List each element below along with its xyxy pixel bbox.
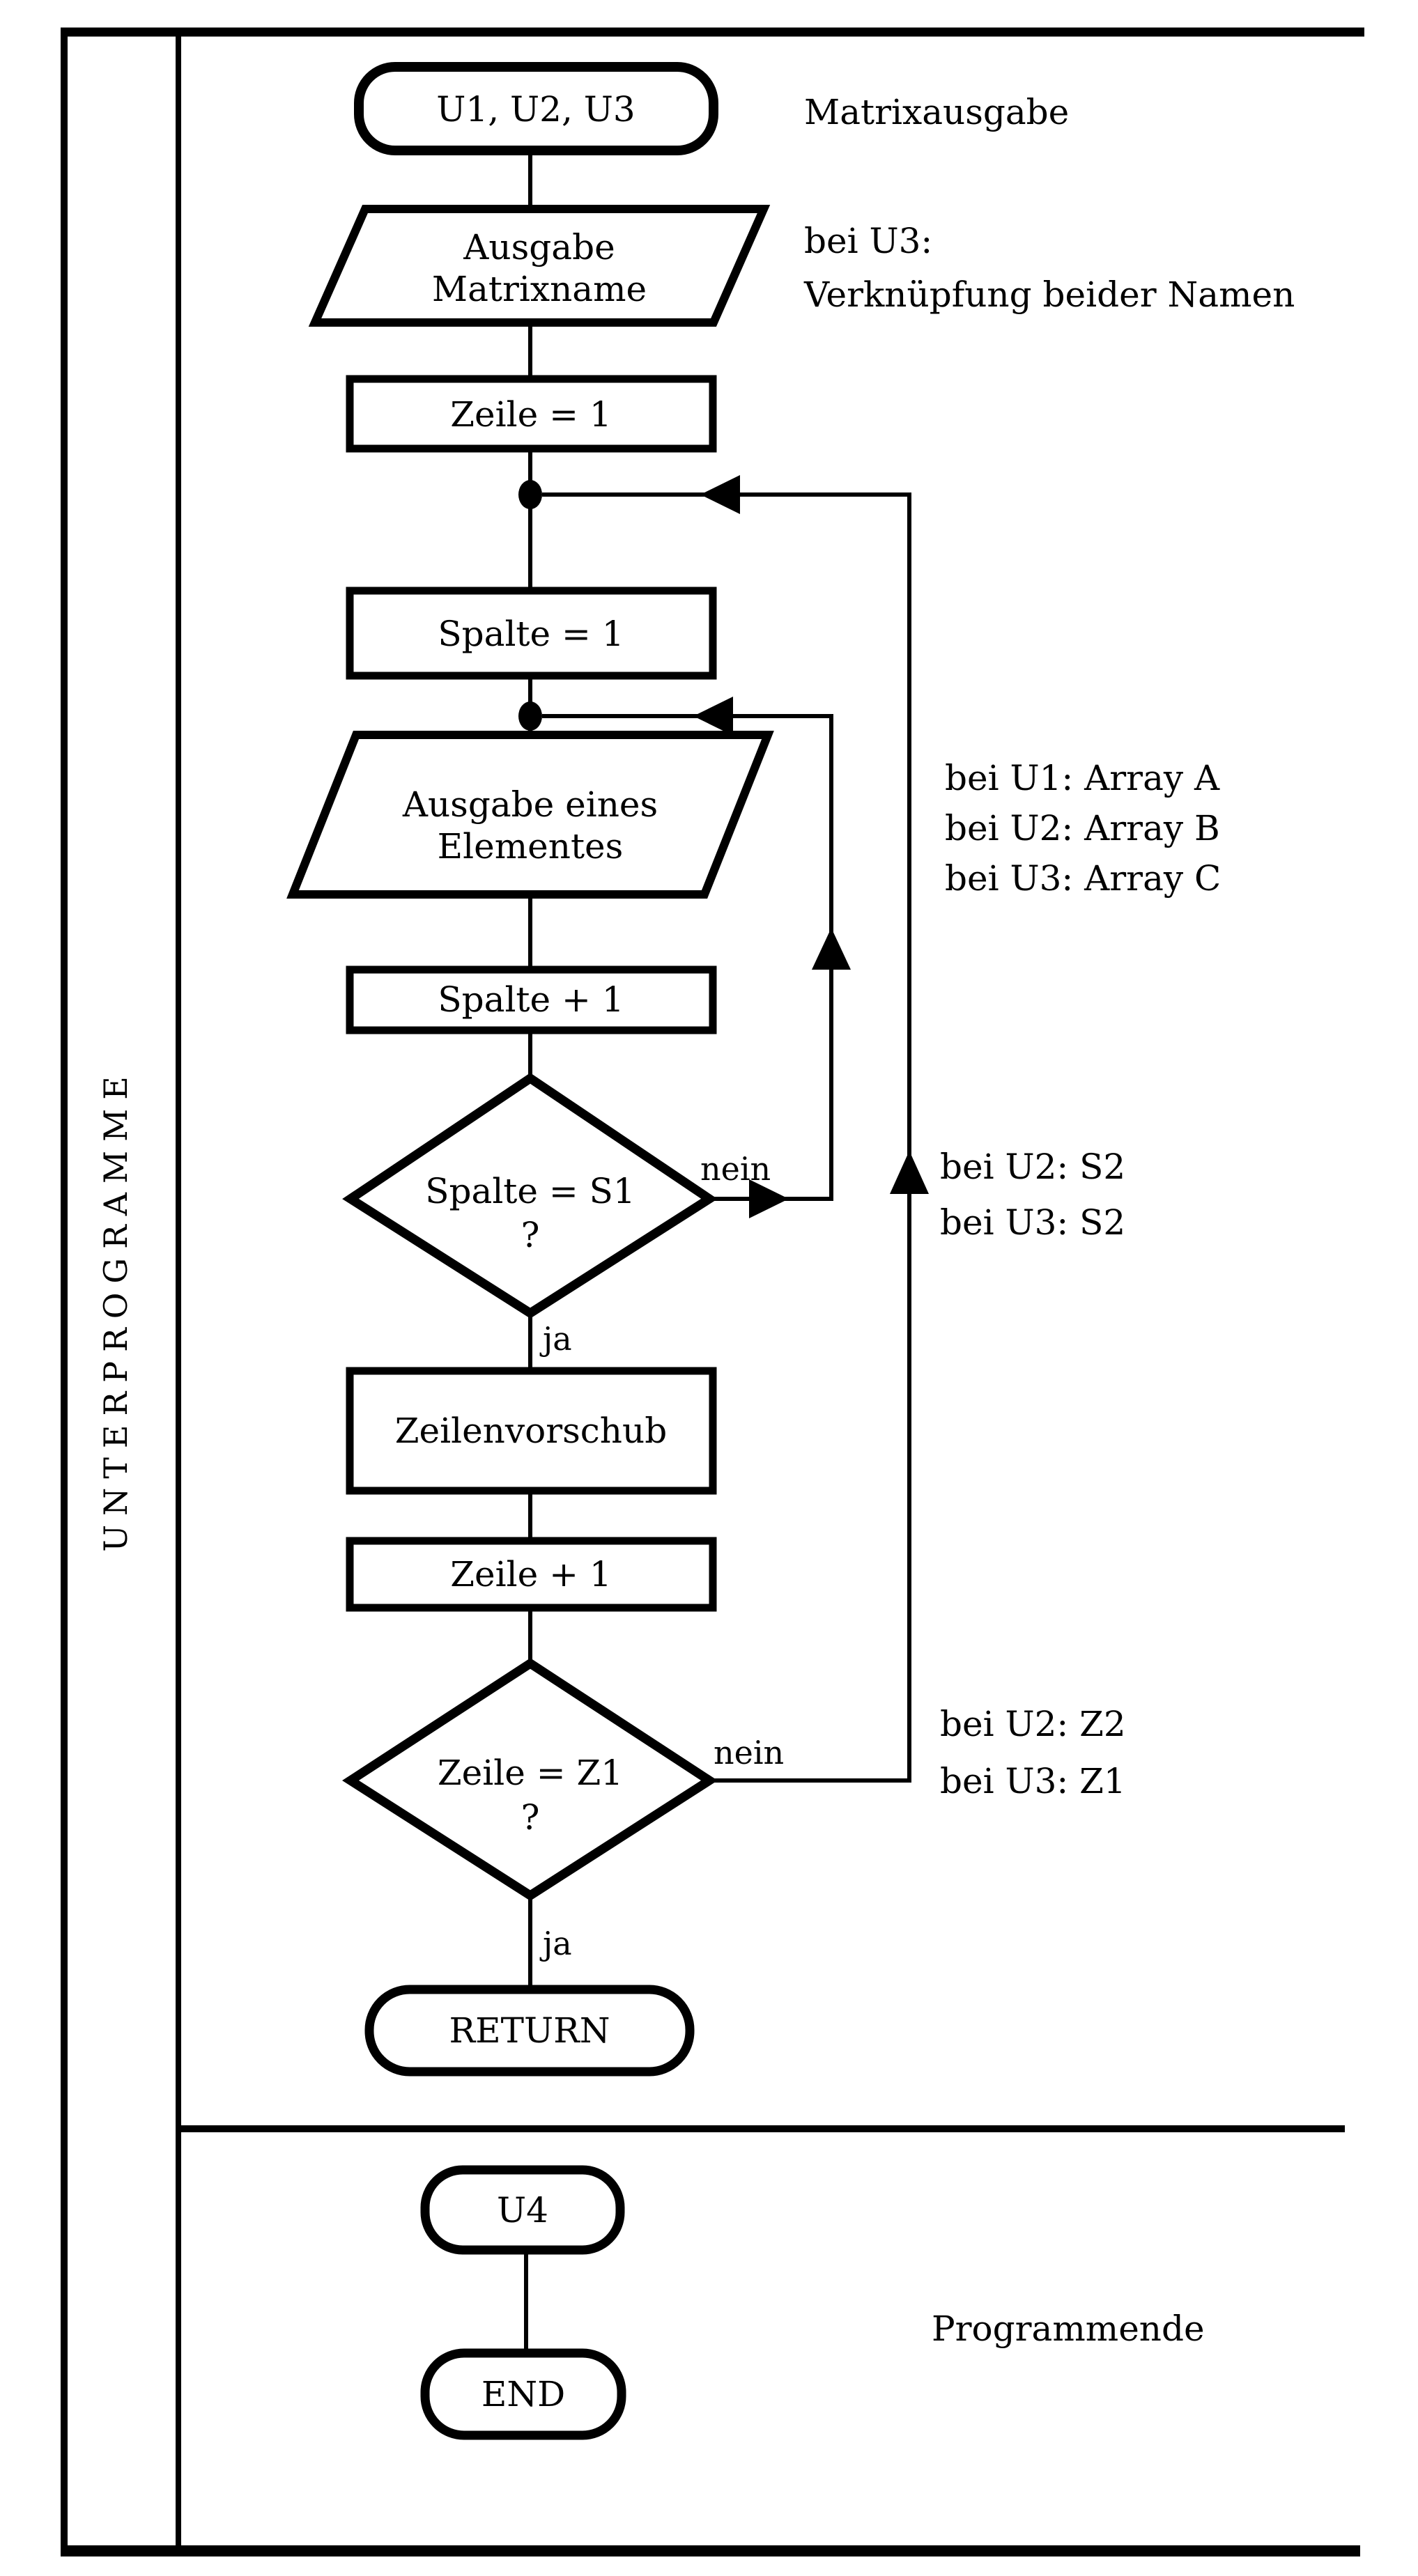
check-spalte-line2: ?	[521, 1215, 540, 1255]
node-start-terminal	[354, 62, 718, 155]
node-inc-zeile-process	[346, 1537, 717, 1612]
junction-dot-spalte-loop	[518, 701, 542, 731]
annotation-s2-u3: bei U3: S2	[940, 1202, 1125, 1243]
junction-dot-zeile-loop	[518, 480, 542, 509]
check-spalte-line1: Spalte = S1	[425, 1171, 635, 1211]
check-zeile-ja-label: ja	[539, 1925, 572, 1962]
sidebar-section-label: UNTERPROGRAMME	[97, 1067, 134, 1552]
node-u4-terminal	[420, 2165, 625, 2255]
annotation-array-a: bei U1: Array A	[945, 758, 1220, 798]
node-return-terminal	[364, 1985, 695, 2077]
node-end-terminal	[420, 2348, 626, 2440]
start-terminal-label: U1, U2, U3	[436, 89, 635, 130]
inc-spalte-label: Spalte + 1	[438, 979, 624, 1020]
set-spalte-label: Spalte = 1	[438, 614, 624, 654]
zeilenvorschub-label: Zeilenvorschub	[395, 1411, 667, 1451]
node-check-zeile-decision	[342, 1658, 718, 1901]
u4-terminal-label: U4	[497, 2190, 548, 2230]
check-zeile-nein-label: nein	[714, 1734, 784, 1771]
node-output-matrixname-io	[308, 205, 771, 327]
node-set-zeile-process	[346, 375, 717, 453]
node-check-spalte-decision	[342, 1073, 718, 1319]
set-zeile-label: Zeile = 1	[450, 394, 611, 435]
output-element-line1: Ausgabe eines	[402, 784, 658, 825]
annotation-array-b: bei U2: Array B	[945, 808, 1220, 848]
check-zeile-line2: ?	[521, 1797, 540, 1838]
node-output-element-io	[286, 731, 774, 899]
output-matrixname-line2: Matrixname	[432, 269, 647, 309]
arrowhead-up-inner-loop-icon	[812, 928, 851, 970]
arrowhead-left-into-junction1-icon	[700, 475, 740, 514]
annotation-z2-u2: bei U2: Z2	[940, 1704, 1126, 1744]
node-zeilenvorschub-process	[346, 1367, 717, 1495]
arrowhead-right-spalte-nein-icon	[749, 1179, 789, 1218]
check-spalte-ja-label: ja	[539, 1320, 572, 1358]
annotation-matrixausgabe: Matrixausgabe	[804, 92, 1069, 132]
annotation-z1-u3: bei U3: Z1	[940, 1761, 1126, 1801]
annotation-s2-u2: bei U2: S2	[940, 1147, 1125, 1187]
node-inc-spalte-process	[346, 965, 717, 1034]
return-terminal-label: RETURN	[449, 2010, 610, 2051]
arrowhead-left-into-junction2-icon	[693, 697, 733, 736]
inc-zeile-label: Zeile + 1	[450, 1554, 611, 1595]
check-zeile-line1: Zeile = Z1	[438, 1753, 623, 1793]
annotation-programmende: Programmende	[932, 2309, 1205, 2349]
annotation-verknuepfung: Verknüpfung beider Namen	[803, 274, 1295, 315]
end-terminal-label: END	[481, 2374, 565, 2414]
arrowhead-up-outer-loop-icon	[890, 1151, 929, 1194]
node-set-spalte-process	[346, 587, 717, 680]
output-matrixname-line1: Ausgabe	[463, 227, 615, 267]
annotation-array-c: bei U3: Array C	[945, 858, 1221, 899]
output-element-line2: Elementes	[438, 826, 624, 867]
annotation-bei-u3: bei U3:	[804, 221, 932, 261]
check-spalte-nein-label: nein	[700, 1150, 771, 1188]
